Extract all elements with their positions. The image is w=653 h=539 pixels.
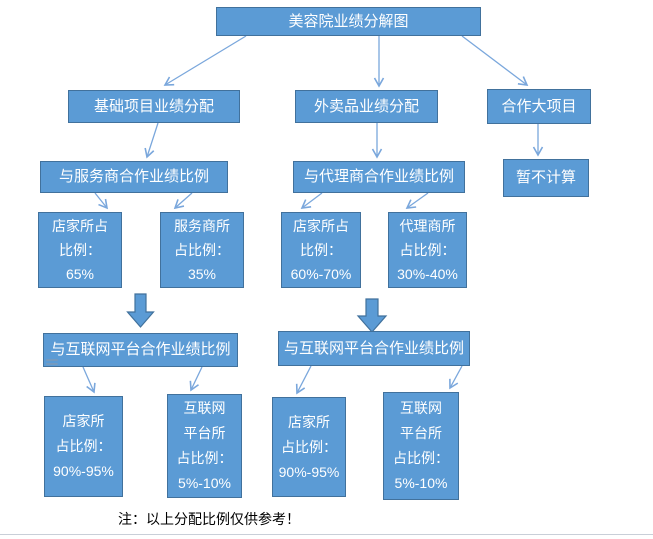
connector-agent-to-agent3040 <box>405 192 429 209</box>
node-agent-ratio: 与代理商合作业绩比例 <box>293 161 465 193</box>
connector-internetmid-to-internet510 <box>449 365 463 390</box>
connector-internetleft-to-store9095 <box>82 366 96 394</box>
node-internet-share-5-10-mid: 互联网 平台所 占比例： 5%-10% <box>383 392 459 500</box>
node-agent-share-30-40: 代理商所 占比例： 30%-40% <box>388 212 467 288</box>
connector-title-to-coop <box>461 35 529 86</box>
connector-title-to-base <box>163 35 247 86</box>
thick-down-arrow-left <box>126 293 155 328</box>
object-anchor-icon <box>46 357 58 369</box>
node-store-share-90-95-mid: 店家所 占比例： 90%-95% <box>272 397 346 497</box>
node-internet-share-5-10-left: 互联网 平台所 占比例： 5%-10% <box>167 394 242 498</box>
node-title: 美容院业绩分解图 <box>216 7 481 36</box>
connector-service-to-service35 <box>173 192 193 210</box>
connector-agent-to-store6070 <box>300 192 323 209</box>
note-text: 注：以上分配比例仅供参考！ <box>118 513 300 528</box>
node-base-projects: 基础项目业绩分配 <box>68 90 240 123</box>
node-service-ratio: 与服务商合作业绩比例 <box>40 161 228 193</box>
node-store-share-65: 店家所占 比例： 65% <box>38 212 122 288</box>
node-internet-ratio-left: 与互联网平台合作业绩比例 <box>43 333 238 367</box>
connector-base-to-service-ratio <box>144 122 159 159</box>
node-coop-major: 合作大项目 <box>487 89 591 124</box>
bottom-divider <box>0 534 653 535</box>
node-internet-ratio-mid: 与互联网平台合作业绩比例 <box>278 331 470 366</box>
node-store-share-60-70: 店家所占 比例： 60%-70% <box>281 212 361 288</box>
node-not-calculated: 暂不计算 <box>503 159 589 197</box>
thick-down-arrow-mid <box>356 298 388 333</box>
node-store-share-90-95-left: 店家所 占比例： 90%-95% <box>44 396 123 497</box>
connector-internetleft-to-internet510 <box>189 366 203 392</box>
connector-service-to-store65 <box>94 192 109 210</box>
node-takeout-products: 外卖品业绩分配 <box>295 90 438 123</box>
node-service-share-35: 服务商所 占比例： 35% <box>160 212 244 288</box>
connector-internetmid-to-store9095 <box>295 365 312 395</box>
